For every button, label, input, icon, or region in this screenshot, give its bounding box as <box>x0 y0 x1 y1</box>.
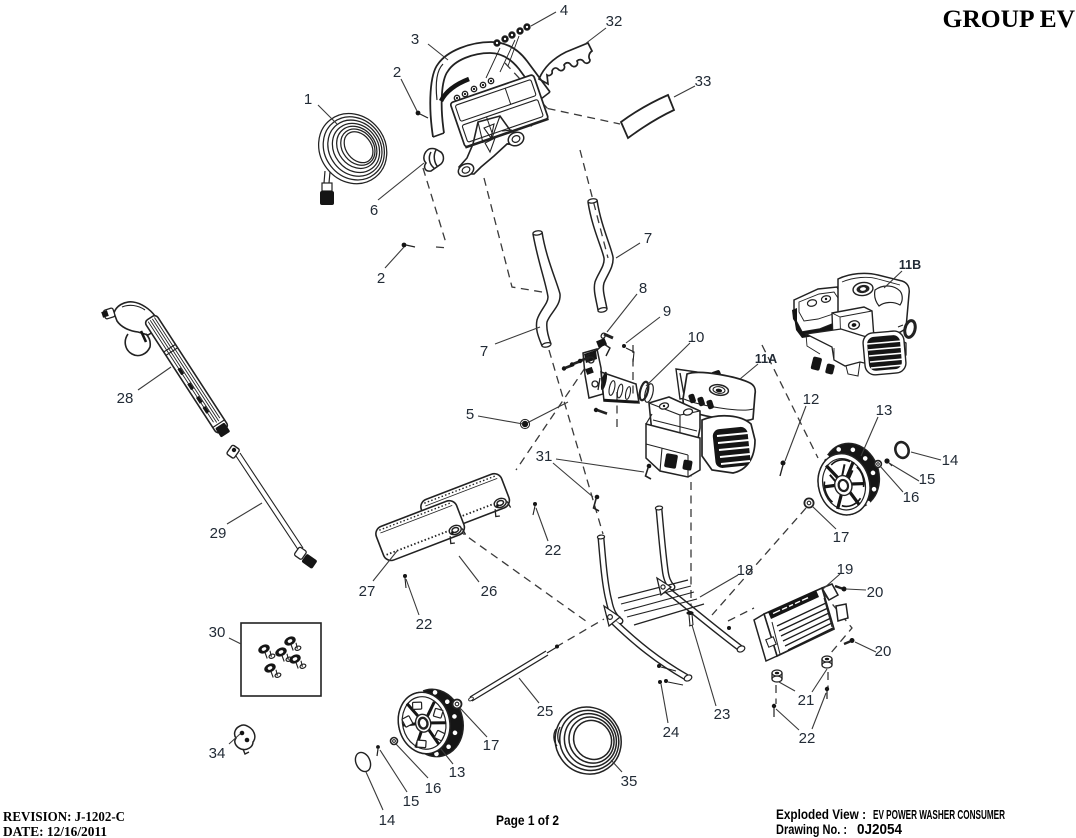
svg-text:32: 32 <box>606 13 623 30</box>
svg-text:23: 23 <box>714 706 731 723</box>
svg-text:12: 12 <box>803 391 820 408</box>
svg-text:14: 14 <box>942 452 959 469</box>
svg-text:22: 22 <box>545 542 562 559</box>
svg-text:7: 7 <box>480 343 488 360</box>
svg-text:GROUP EV: GROUP EV <box>943 4 1076 33</box>
svg-text:7: 7 <box>644 230 652 247</box>
svg-text:6: 6 <box>370 202 378 219</box>
svg-text:27: 27 <box>359 583 376 600</box>
svg-text:22: 22 <box>799 730 816 747</box>
svg-text:2: 2 <box>393 64 401 81</box>
svg-text:21: 21 <box>798 692 815 709</box>
svg-text:35: 35 <box>621 773 638 790</box>
svg-text:13: 13 <box>876 402 893 419</box>
svg-text:20: 20 <box>875 643 892 660</box>
svg-text:11B: 11B <box>899 258 921 272</box>
svg-text:4: 4 <box>560 2 568 19</box>
svg-text:25: 25 <box>537 703 554 720</box>
svg-text:30: 30 <box>209 624 226 641</box>
svg-text:13: 13 <box>449 764 466 781</box>
svg-text:1: 1 <box>304 91 312 108</box>
svg-text:33: 33 <box>695 73 712 90</box>
svg-text:16: 16 <box>425 780 442 797</box>
svg-text:34: 34 <box>209 745 226 762</box>
svg-text:0J2054: 0J2054 <box>857 822 902 838</box>
svg-text:REVISION: J-1202-C: REVISION: J-1202-C <box>3 810 125 825</box>
svg-text:Page 1 of 2: Page 1 of 2 <box>496 812 559 828</box>
svg-text:DATE: 12/16/2011: DATE: 12/16/2011 <box>3 825 107 838</box>
svg-text:14: 14 <box>379 812 396 829</box>
svg-text:22: 22 <box>416 616 433 633</box>
svg-text:20: 20 <box>867 584 884 601</box>
svg-text:28: 28 <box>117 390 134 407</box>
svg-text:19: 19 <box>837 561 854 578</box>
svg-text:11A: 11A <box>755 352 777 366</box>
svg-text:29: 29 <box>210 525 227 542</box>
svg-text:31: 31 <box>536 448 553 465</box>
svg-text:17: 17 <box>833 529 850 546</box>
svg-text:5: 5 <box>466 406 474 423</box>
svg-text:8: 8 <box>639 280 647 297</box>
svg-text:Drawing No. :: Drawing No. : <box>776 821 847 837</box>
svg-text:18: 18 <box>737 562 754 579</box>
svg-text:Exploded View :: Exploded View : <box>776 806 866 822</box>
svg-text:15: 15 <box>403 793 420 810</box>
svg-text:17: 17 <box>483 737 500 754</box>
svg-text:26: 26 <box>481 583 498 600</box>
svg-text:24: 24 <box>663 724 680 741</box>
svg-text:2: 2 <box>377 270 385 287</box>
svg-text:EV POWER WASHER CONSUMER: EV POWER WASHER CONSUMER <box>873 808 1005 822</box>
svg-text:10: 10 <box>688 329 705 346</box>
svg-text:15: 15 <box>919 471 936 488</box>
svg-text:9: 9 <box>663 303 671 320</box>
svg-text:16: 16 <box>903 489 920 506</box>
svg-text:3: 3 <box>411 31 419 48</box>
